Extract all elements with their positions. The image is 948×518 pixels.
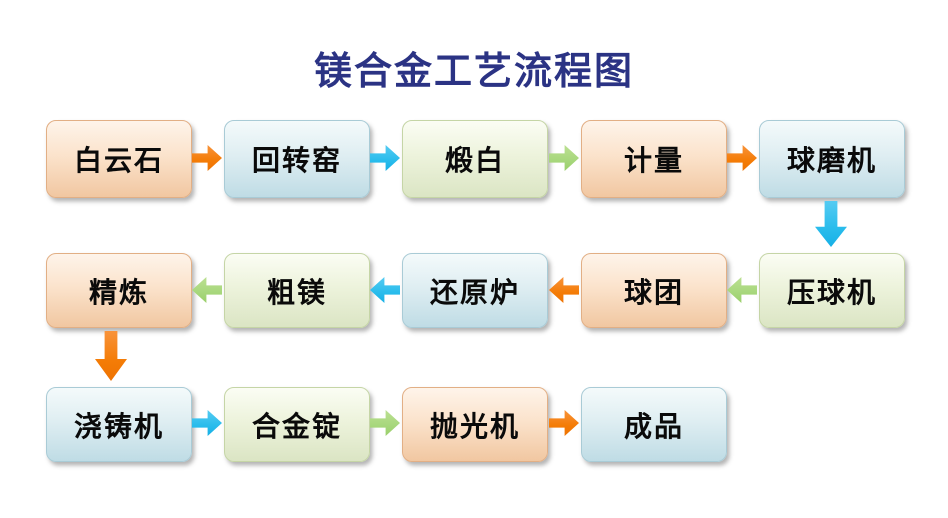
node-finished-product: 成品 bbox=[581, 387, 727, 462]
arrow-pellets-to-reduction-furnace-icon bbox=[549, 277, 579, 303]
node-alloy-ingot: 合金锭 bbox=[224, 387, 370, 462]
node-label: 合金锭 bbox=[251, 410, 342, 442]
node-label: 抛光机 bbox=[429, 410, 520, 442]
node-label: 计量 bbox=[623, 145, 684, 176]
arrow-briquetting-machine-to-pellets-icon bbox=[727, 277, 757, 303]
node-label: 还原炉 bbox=[429, 276, 520, 308]
node-label: 精炼 bbox=[88, 276, 149, 308]
node-label: 压球机 bbox=[786, 276, 877, 308]
arrow-refining-to-casting-machine-icon bbox=[95, 331, 127, 381]
node-label: 白云石 bbox=[73, 145, 164, 176]
arrow-alloy-ingot-to-polishing-machine-icon bbox=[370, 410, 400, 436]
node-reduction-furnace: 还原炉 bbox=[402, 253, 548, 328]
node-casting-machine: 浇铸机 bbox=[46, 387, 192, 462]
node-polishing-machine: 抛光机 bbox=[402, 387, 548, 462]
node-pellets: 球团 bbox=[581, 253, 727, 328]
node-dolomite: 白云石 bbox=[46, 120, 192, 198]
arrow-reduction-furnace-to-crude-magnesium-icon bbox=[370, 277, 400, 303]
node-label: 浇铸机 bbox=[73, 410, 164, 442]
node-calcined-dolomite: 煅白 bbox=[402, 120, 548, 198]
arrow-rotary-kiln-to-calcined-dolomite-icon bbox=[370, 145, 400, 171]
arrow-metering-to-ball-mill-icon bbox=[727, 145, 757, 171]
node-label: 粗镁 bbox=[266, 276, 327, 308]
node-label: 球磨机 bbox=[786, 145, 877, 176]
arrow-dolomite-to-rotary-kiln-icon bbox=[192, 145, 222, 171]
node-crude-magnesium: 粗镁 bbox=[224, 253, 370, 328]
arrow-crude-magnesium-to-refining-icon bbox=[192, 277, 222, 303]
node-rotary-kiln: 回转窑 bbox=[224, 120, 370, 198]
node-label: 回转窑 bbox=[251, 145, 342, 176]
node-metering: 计量 bbox=[581, 120, 727, 198]
node-briquetting-machine: 压球机 bbox=[759, 253, 905, 328]
arrow-ball-mill-to-briquetting-machine-icon bbox=[815, 201, 847, 247]
node-ball-mill: 球磨机 bbox=[759, 120, 905, 198]
arrow-casting-machine-to-alloy-ingot-icon bbox=[192, 410, 222, 436]
node-refining: 精炼 bbox=[46, 253, 192, 328]
node-label: 球团 bbox=[623, 276, 684, 308]
node-label: 煅白 bbox=[444, 145, 505, 176]
arrow-calcined-dolomite-to-metering-icon bbox=[549, 145, 579, 171]
node-label: 成品 bbox=[623, 410, 684, 442]
arrow-polishing-machine-to-finished-product-icon bbox=[549, 410, 579, 436]
diagram-title: 镁合金工艺流程图 bbox=[313, 51, 634, 93]
